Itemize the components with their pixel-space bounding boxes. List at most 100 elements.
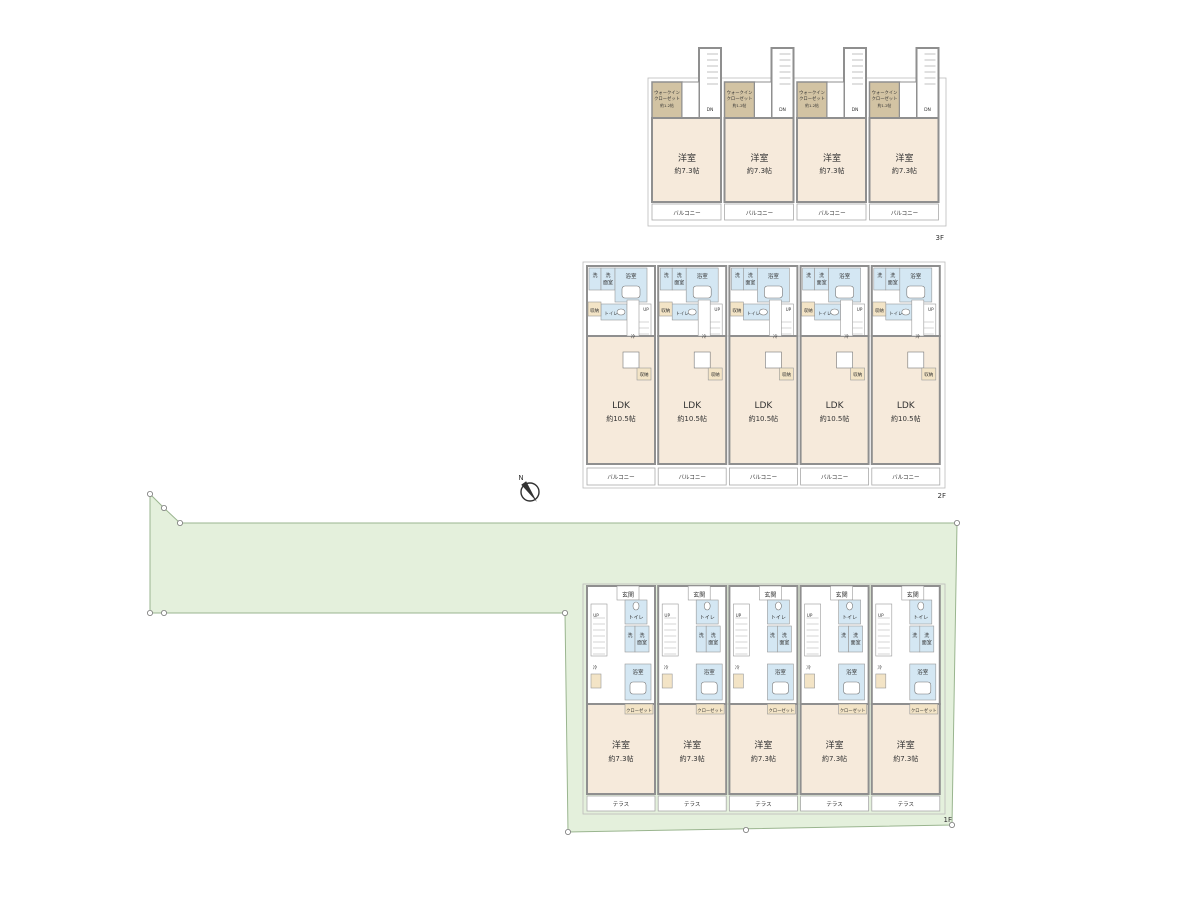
room-name: LDK xyxy=(683,401,702,411)
washroom-label: 洗 xyxy=(711,632,716,639)
walk-in-label: ウォークイン xyxy=(654,89,680,96)
stair-up: UP xyxy=(714,307,720,312)
bathtub-icon xyxy=(621,285,641,299)
stair-up: UP xyxy=(593,613,599,618)
walk-in-size: 約1.2帖 xyxy=(878,103,892,108)
laundry-label: 洗 xyxy=(877,272,882,279)
bathroom-label: 浴室 xyxy=(910,272,922,280)
closet xyxy=(767,703,796,715)
bathroom-label: 浴室 xyxy=(697,272,709,280)
storage-label: 収納 xyxy=(853,371,862,378)
stair-up: UP xyxy=(736,613,742,618)
storage xyxy=(636,367,652,381)
western-room xyxy=(728,703,799,795)
walk-in-closet xyxy=(868,81,901,119)
bathtub-icon xyxy=(692,285,712,299)
balcony-label: バルコニー xyxy=(892,474,919,481)
balcony xyxy=(657,467,727,486)
compass-label: N xyxy=(518,474,523,482)
western-room xyxy=(657,703,728,795)
washroom-label: 面室 xyxy=(674,279,684,286)
bathtub-icon xyxy=(906,285,926,299)
walk-in-label: ウォークイン xyxy=(872,89,898,96)
washroom xyxy=(848,625,863,653)
balcony xyxy=(871,467,941,486)
room-size: 約7.3帖 xyxy=(680,754,705,763)
closet-label: クローゼット xyxy=(769,707,795,714)
storage xyxy=(658,301,673,317)
western-room xyxy=(799,703,870,795)
balcony xyxy=(651,203,722,221)
room-name: 洋室 xyxy=(678,152,696,164)
terrace xyxy=(871,795,941,812)
balcony-label: バルコニー xyxy=(750,474,777,481)
stair-up: UP xyxy=(807,613,813,618)
laundry xyxy=(838,625,849,653)
bathtub-icon xyxy=(764,285,783,299)
terrace xyxy=(729,795,798,812)
lot-corner-pin xyxy=(176,520,183,527)
fridge-label: 冷 xyxy=(773,333,778,340)
storage xyxy=(921,367,937,381)
room-name: LDK xyxy=(826,401,845,411)
bathtub-icon xyxy=(772,681,789,695)
kitchen-unit xyxy=(733,673,744,689)
fridge-label: 冷 xyxy=(878,664,883,671)
toilet-label: トイレ xyxy=(675,312,689,317)
toilet-label: トイレ xyxy=(604,312,618,317)
bathroom-label: 浴室 xyxy=(839,272,851,280)
kitchen-counter xyxy=(765,351,782,369)
washroom-label: 面室 xyxy=(779,639,789,646)
washroom-label: 面室 xyxy=(603,279,613,286)
kitchen-counter xyxy=(693,351,711,369)
hallway xyxy=(899,81,917,119)
bathroom-label: 浴室 xyxy=(632,668,644,676)
washroom xyxy=(885,267,901,291)
bathtub-icon xyxy=(629,681,647,695)
toilet-label: トイレ xyxy=(913,615,928,621)
entrance-label: 玄関 xyxy=(836,591,848,599)
toilet-icon xyxy=(917,601,925,611)
balcony xyxy=(586,467,656,486)
laundry-label: 洗 xyxy=(770,632,775,639)
closet-label: クローゼット xyxy=(697,707,723,714)
toilet-label: トイレ xyxy=(889,312,903,317)
kitchen-unit xyxy=(590,673,602,689)
toilet-room xyxy=(767,599,790,625)
ldk-room xyxy=(586,335,656,465)
stair-direction: DN xyxy=(852,107,859,113)
washroom-label: 洗 xyxy=(924,632,929,639)
toilet-room xyxy=(909,599,933,625)
ldk-room xyxy=(870,335,941,465)
storage-label: 収納 xyxy=(711,371,720,378)
balcony xyxy=(796,203,867,221)
washroom-label: 面室 xyxy=(637,639,647,646)
washroom-label: 洗 xyxy=(748,272,753,279)
stair-up: UP xyxy=(878,613,884,618)
ldk-room xyxy=(799,335,870,465)
laundry-label: 洗 xyxy=(592,272,597,279)
toilet-icon xyxy=(901,308,911,316)
storage xyxy=(707,367,723,381)
storage-label: 収納 xyxy=(590,307,599,314)
room-size: 約10.5帖 xyxy=(749,414,779,423)
storage xyxy=(730,301,744,317)
bathroom-label: 浴室 xyxy=(768,272,780,280)
laundry xyxy=(695,625,707,653)
lot-corner-pin xyxy=(949,822,956,829)
terrace-label: テラス xyxy=(898,801,914,808)
closet xyxy=(909,703,939,715)
washroom xyxy=(600,267,616,291)
bathroom-label: 浴室 xyxy=(846,668,858,676)
lot-corner-pin xyxy=(954,520,961,527)
terrace-label: テラス xyxy=(755,801,771,808)
balcony-label: バルコニー xyxy=(818,210,845,217)
walk-in-closet xyxy=(796,81,828,119)
western-room xyxy=(651,117,722,203)
kitchen-counter xyxy=(622,351,640,369)
